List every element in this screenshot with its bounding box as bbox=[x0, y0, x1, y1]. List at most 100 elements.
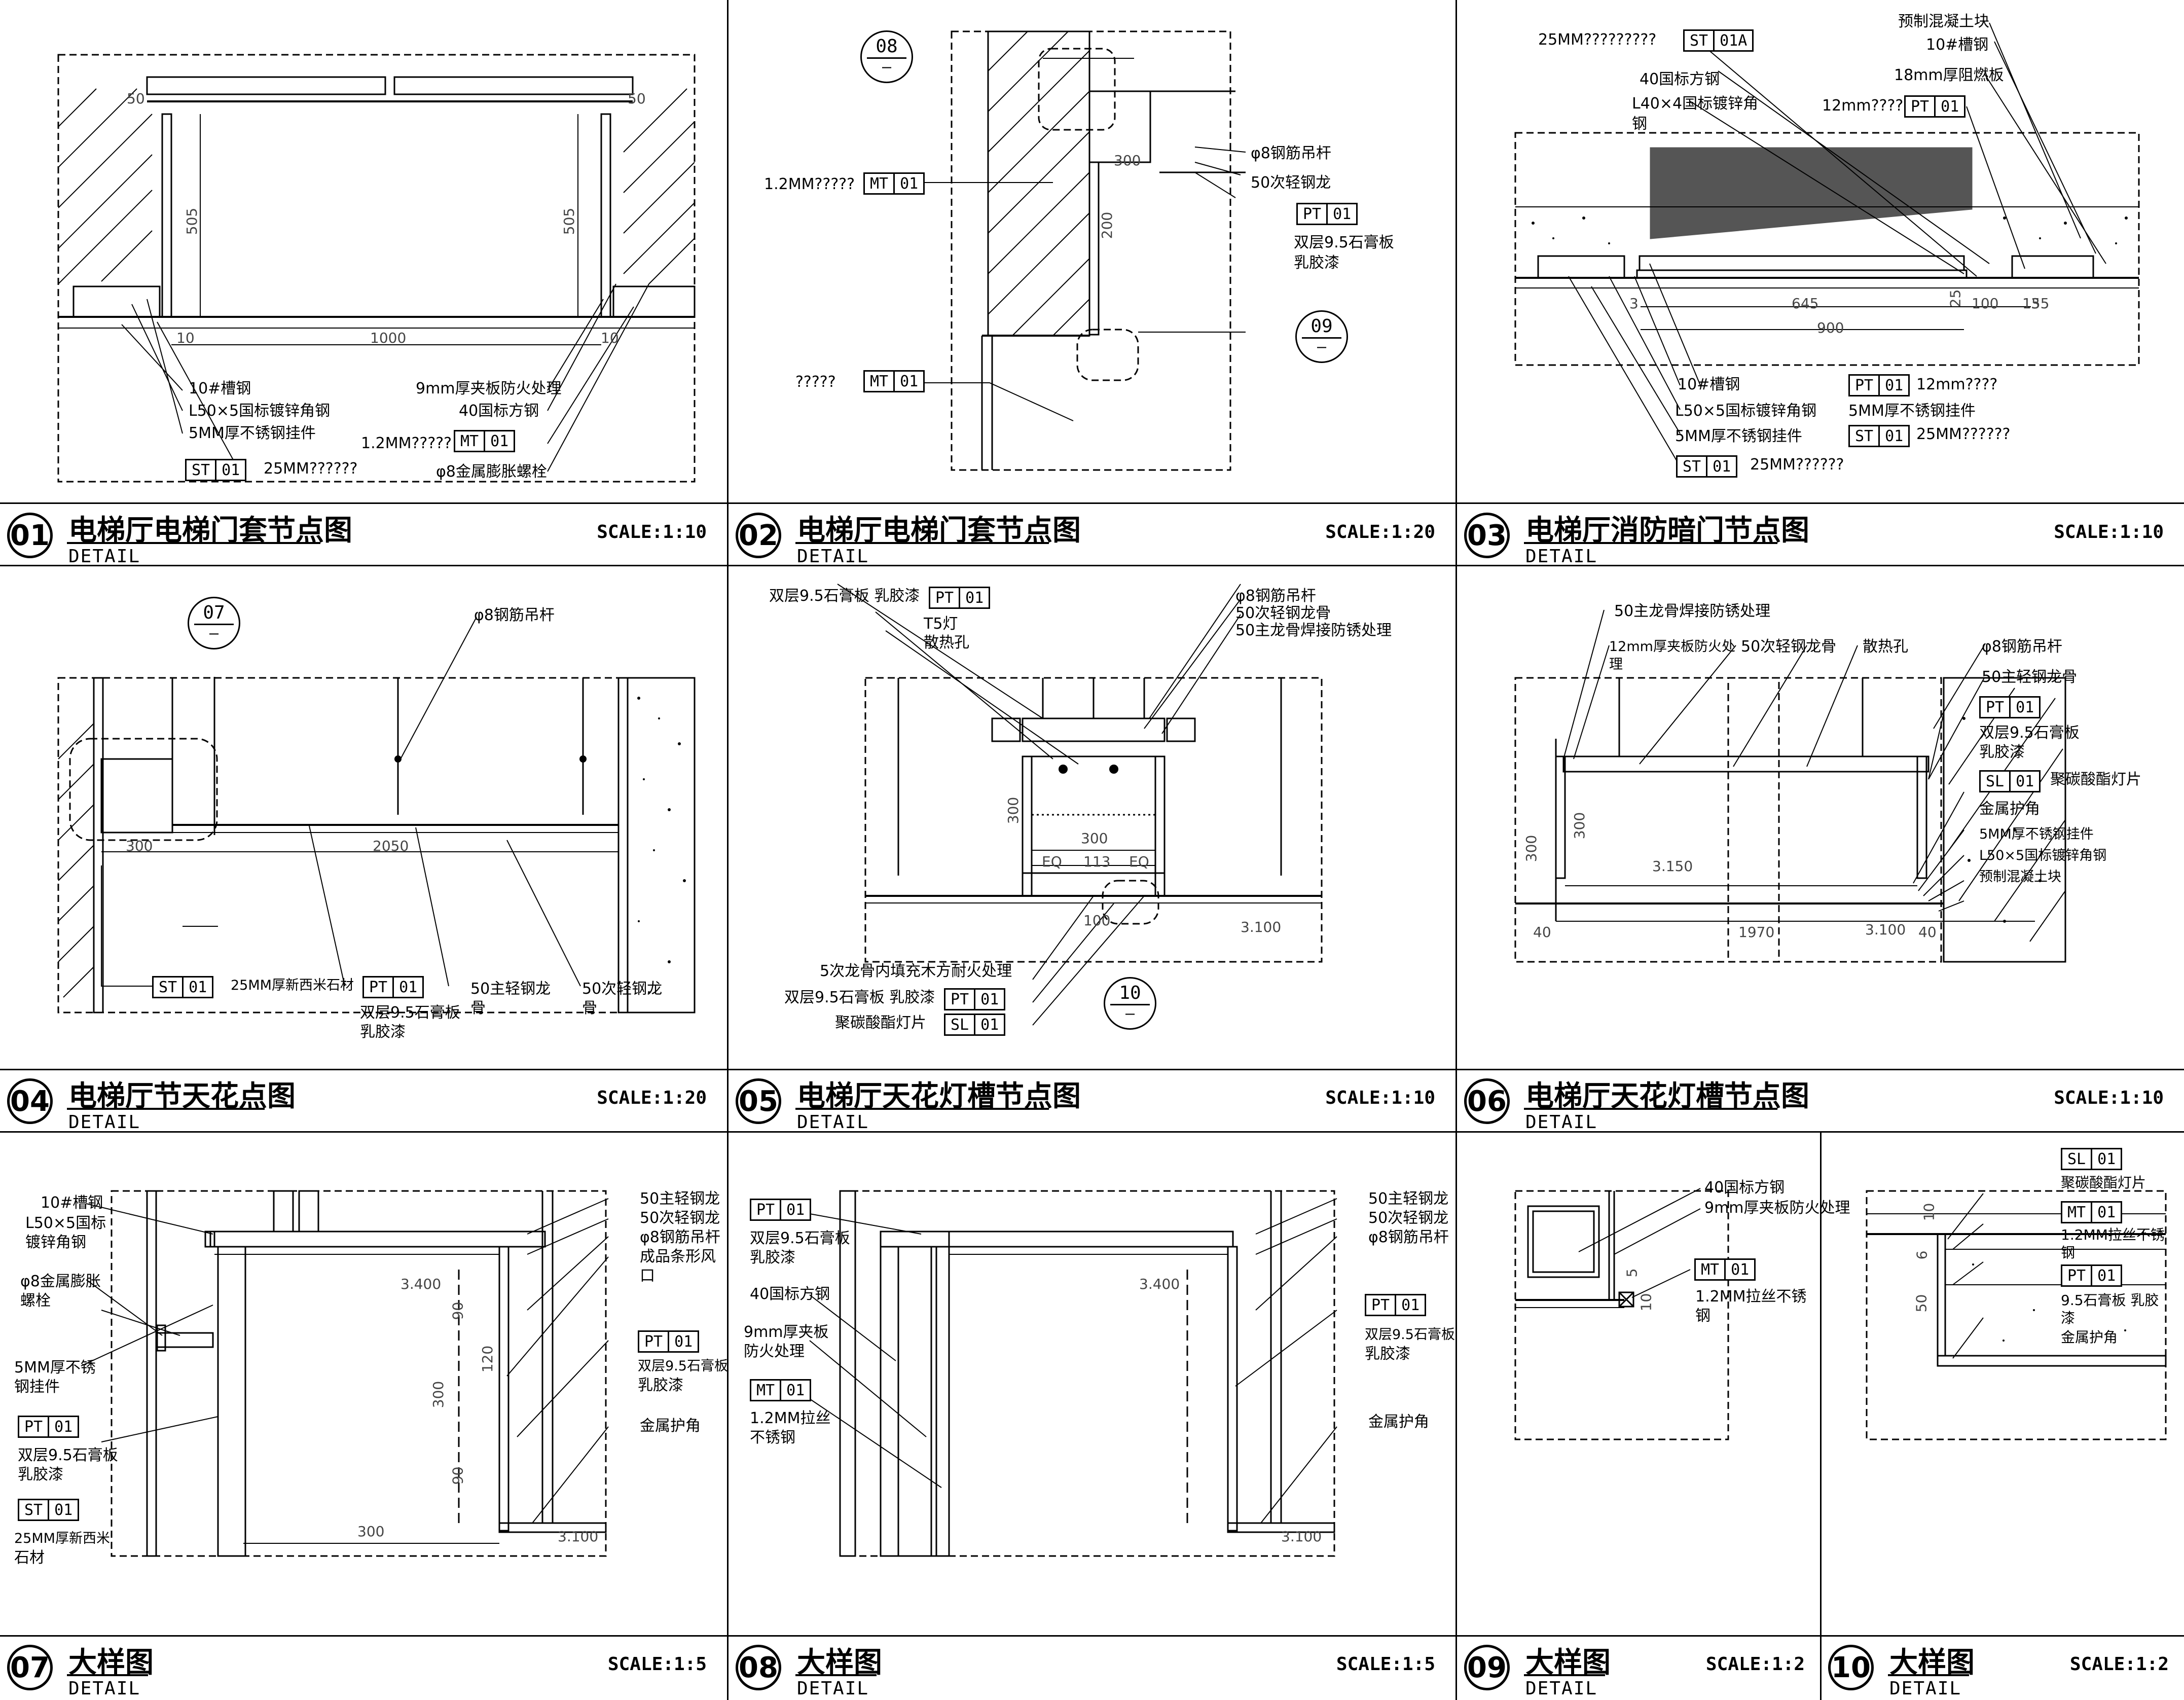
dim-label: 3 bbox=[2031, 295, 2040, 312]
annotation: 1.2MM拉丝 bbox=[750, 1409, 831, 1427]
detail-subtitle: DETAIL bbox=[797, 1112, 869, 1133]
annotation: 1.2MM拉丝不锈 bbox=[2061, 1226, 2165, 1243]
dim-label: 10 bbox=[176, 330, 195, 346]
annotation: 12mm???? bbox=[1916, 376, 1998, 393]
detail-subtitle: DETAIL bbox=[68, 546, 141, 567]
annotation: 双层9.5石膏板 乳胶漆 bbox=[784, 989, 935, 1006]
detail-subtitle: DETAIL bbox=[1525, 1112, 1598, 1133]
annotation: 10#槽钢 bbox=[1926, 36, 1989, 54]
annotation: 1.2MM拉丝不锈 bbox=[1695, 1288, 1807, 1306]
annotation: 50次轻钢龙 bbox=[640, 1209, 720, 1227]
annotation: L40×4国标镀锌角 bbox=[1632, 95, 1759, 113]
dim-label: 120 bbox=[479, 1345, 496, 1373]
annotation: 12mm???? bbox=[1822, 97, 1904, 115]
annotation: 1.2MM????? bbox=[361, 435, 452, 452]
annotation: 25MM?????? bbox=[264, 460, 358, 478]
dim-label: 300 bbox=[1114, 152, 1141, 169]
annotation: 5MM厚不锈钢挂件 bbox=[1848, 402, 1976, 420]
panel-05-drawing bbox=[837, 584, 1323, 1026]
dim-label: 50 bbox=[127, 90, 145, 107]
detail-scale: SCALE:1:5 bbox=[1336, 1654, 1435, 1675]
annotation: φ8钢筋吊杆 bbox=[1368, 1228, 1449, 1246]
annotation: 预制混凝土块 bbox=[1898, 13, 1989, 30]
detail-scale: SCALE:1:10 bbox=[1325, 1088, 1435, 1108]
annotation: L50×5国标 bbox=[25, 1214, 106, 1232]
panel-01-titlebar: 01 电梯厅电梯门套节点图 DETAIL SCALE:1:10 bbox=[0, 503, 727, 567]
annotation: φ8钢筋吊杆 bbox=[1235, 587, 1316, 605]
annotation: 10#槽钢 bbox=[189, 380, 251, 397]
dim-label: 1970 bbox=[1738, 924, 1775, 941]
annotation: 5MM厚不锈钢挂件 bbox=[189, 424, 316, 442]
detail-subtitle: DETAIL bbox=[68, 1678, 141, 1699]
detail-title: 电梯厅电梯门套节点图 bbox=[68, 514, 352, 547]
annotation: 25MM?????? bbox=[1750, 456, 1844, 474]
detail-subtitle: DETAIL bbox=[797, 1678, 869, 1699]
dim-label: 5 bbox=[1623, 1268, 1641, 1278]
annotation: 乳胶漆 bbox=[18, 1466, 63, 1484]
panel-10-drawing bbox=[1866, 1190, 2167, 1440]
annotation: 乳胶漆 bbox=[1294, 254, 1339, 272]
dim-label: 645 bbox=[1792, 295, 1819, 312]
detail-scale: SCALE:1:2 bbox=[2069, 1654, 2169, 1675]
annotation: 50次轻钢龙骨 bbox=[1741, 638, 1837, 656]
panel-01: 50 50 505 505 10 1000 10 10#槽钢 L50×5国标镀锌… bbox=[0, 0, 727, 567]
panel-02-titlebar: 02 电梯厅电梯门套节点图 DETAIL SCALE:1:20 bbox=[729, 503, 1455, 567]
grid-divider bbox=[0, 565, 2184, 566]
dim-label: 1000 bbox=[370, 330, 407, 346]
panel-03-drawing bbox=[1514, 22, 2140, 467]
detail-number: 10 bbox=[1828, 1645, 1874, 1690]
dim-label: 300 bbox=[1523, 835, 1540, 862]
annotation: 1.2MM????? bbox=[764, 175, 855, 193]
annotation: 螺栓 bbox=[20, 1292, 51, 1310]
annotation: 理 bbox=[1609, 657, 1623, 672]
detail-title: 电梯厅节天花点图 bbox=[68, 1080, 296, 1113]
detail-title: 电梯厅天花灯槽节点图 bbox=[1525, 1080, 1809, 1113]
detail-number: 01 bbox=[7, 513, 53, 558]
detail-title: 大样图 bbox=[1889, 1646, 1975, 1679]
annotation: 防火处理 bbox=[744, 1343, 805, 1360]
grid-divider bbox=[0, 1069, 2184, 1070]
detail-title: 大样图 bbox=[1525, 1646, 1611, 1679]
detail-subtitle: DETAIL bbox=[1889, 1678, 1962, 1699]
panel-09-titlebar: 09 大样图 DETAIL SCALE:1:2 bbox=[1457, 1636, 1820, 1699]
annotation: 乳胶漆 bbox=[1365, 1345, 1410, 1363]
grid-divider bbox=[0, 502, 2184, 504]
detail-title: 电梯厅消防暗门节点图 bbox=[1525, 514, 1809, 547]
detail-subtitle: DETAIL bbox=[68, 1112, 141, 1133]
annotation: 9mm厚夹板防火处理 bbox=[416, 380, 562, 397]
annotation: 40国标方钢 bbox=[1640, 70, 1720, 88]
annotation: φ8钢筋吊杆 bbox=[474, 606, 555, 624]
annotation: 双层9.5石膏板 乳胶漆 bbox=[769, 587, 920, 605]
dim-label: 300 bbox=[430, 1381, 447, 1408]
detail-scale: SCALE:1:2 bbox=[1705, 1654, 1805, 1675]
dim-label: 300 bbox=[126, 838, 153, 854]
detail-scale: SCALE:1:5 bbox=[607, 1654, 707, 1675]
panel-06-titlebar: 06 电梯厅天花灯槽节点图 DETAIL SCALE:1:10 bbox=[1457, 1069, 2184, 1133]
annotation: 双层9.5石膏板 bbox=[750, 1229, 850, 1247]
grid-divider bbox=[0, 1131, 2184, 1133]
annotation: 12mm厚夹板防火处 bbox=[1609, 639, 1735, 655]
grid-divider bbox=[0, 1635, 2184, 1637]
annotation: 预制混凝土块 bbox=[1979, 869, 2061, 885]
annotation: φ8钢筋吊杆 bbox=[1251, 144, 1331, 162]
panel-07-drawing bbox=[81, 1190, 609, 1557]
annotation: 50主轻钢龙 bbox=[640, 1190, 720, 1208]
annotation: 9mm厚夹板防火处理 bbox=[1704, 1199, 1850, 1217]
dim-label: 300 bbox=[1571, 812, 1588, 840]
annotation: L50×5国标镀锌角钢 bbox=[189, 402, 331, 420]
panel-05-titlebar: 05 电梯厅天花灯槽节点图 DETAIL SCALE:1:10 bbox=[729, 1069, 1455, 1133]
annotation: 双层9.5石膏板 bbox=[638, 1358, 728, 1374]
dim-label: 40 bbox=[1533, 924, 1551, 941]
